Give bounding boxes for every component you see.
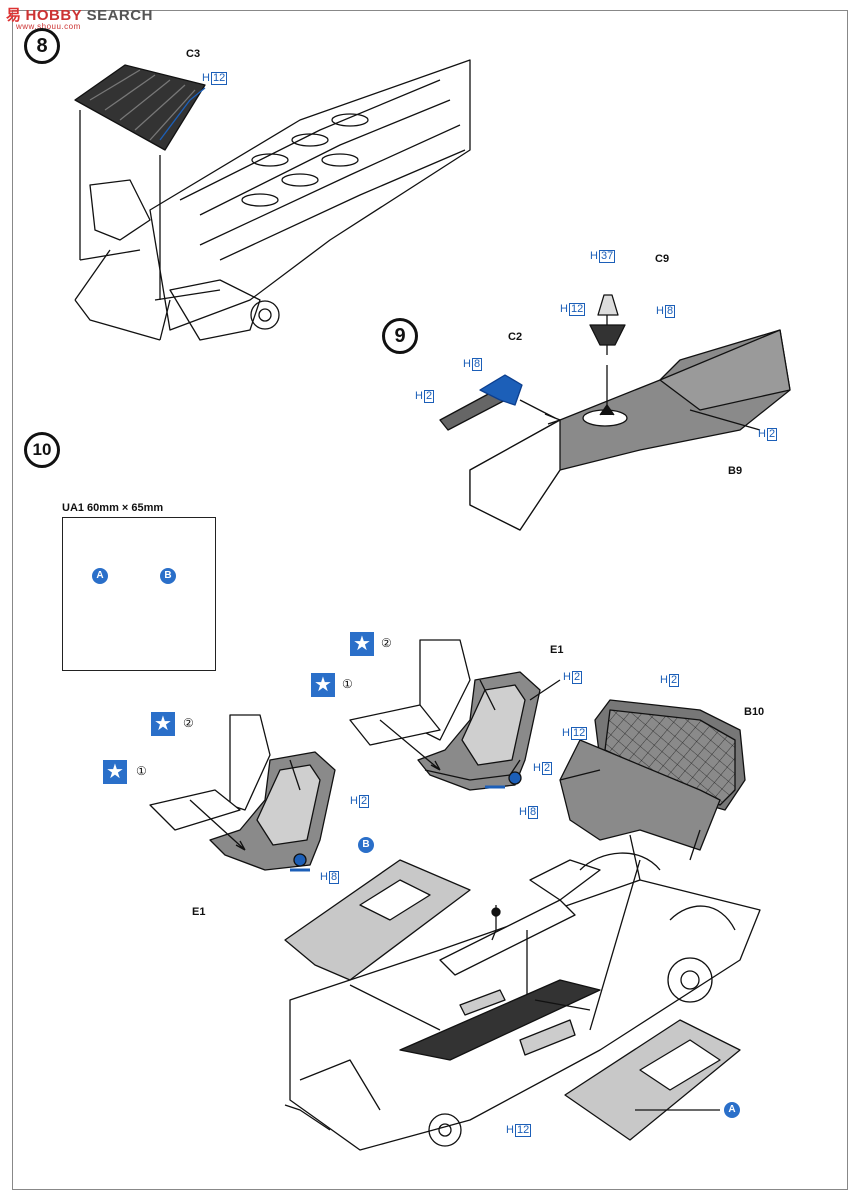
paint-number: 12 <box>570 727 588 740</box>
paint-prefix: H <box>758 428 766 440</box>
paint-number: 2 <box>541 762 553 775</box>
paint-prefix: H <box>533 762 541 774</box>
step-10-number: 10 <box>32 440 52 459</box>
decal-sheet-title: UA1 60mm × 65mm <box>62 502 164 514</box>
paint-prefix: H <box>202 72 210 84</box>
paint-prefix: H <box>560 303 568 315</box>
paint-prefix: H <box>660 674 668 686</box>
paint-prefix: H <box>463 358 471 370</box>
step8-c3-part <box>74 64 206 300</box>
paint-prefix: H <box>415 390 423 402</box>
order-number-2: ② <box>381 636 392 650</box>
watermark-url: www.shouu.com <box>16 22 81 31</box>
part-label-c3: C3 <box>186 48 201 60</box>
star-marker-icon: ★ <box>350 632 374 656</box>
step9-console-drawing <box>439 294 791 531</box>
step-8-number: 8 <box>36 34 48 57</box>
star-marker-icon: ★ <box>151 712 175 736</box>
decal-marker-a: A <box>92 568 108 584</box>
order-number-2: ② <box>183 716 194 730</box>
paint-prefix: H <box>519 806 527 818</box>
part-label-b9: B9 <box>728 465 743 477</box>
order-number-1: ① <box>136 764 147 778</box>
paint-prefix: H <box>563 671 571 683</box>
step10-floor-mats <box>284 859 741 1141</box>
paint-number: 8 <box>527 806 539 819</box>
step10-chassis-drawing <box>284 852 761 1151</box>
paint-number: 12 <box>568 303 586 316</box>
part-label-c9: C9 <box>655 253 670 265</box>
decal-sheet-box <box>62 517 216 671</box>
order-number-1: ① <box>342 677 353 691</box>
paint-number: 2 <box>423 390 435 403</box>
part-label-e1-bottom: E1 <box>192 906 206 918</box>
step-9-marker: 9 <box>382 318 418 354</box>
paint-prefix: H <box>506 1124 514 1136</box>
paint-number: 2 <box>571 671 583 684</box>
watermark-text: SEARCH <box>86 7 153 24</box>
star-marker-icon: ★ <box>311 673 335 697</box>
part-label-e1-top: E1 <box>550 644 564 656</box>
part-label-c2: C2 <box>508 331 523 343</box>
paint-prefix: H <box>320 871 328 883</box>
step-9-number: 9 <box>394 324 406 347</box>
star-marker-icon: ★ <box>103 760 127 784</box>
step10-front-seats <box>149 639 601 872</box>
paint-number: 2 <box>766 428 778 441</box>
page-frame <box>12 10 848 1190</box>
watermark-glyph: 易 <box>6 7 22 24</box>
paint-number: 8 <box>471 358 483 371</box>
floor-mat-marker-a: A <box>724 1102 740 1118</box>
paint-prefix: H <box>656 305 664 317</box>
floor-mat-marker-b: B <box>358 837 374 853</box>
paint-number: 12 <box>514 1124 532 1137</box>
paint-number: 2 <box>668 674 680 687</box>
paint-prefix: H <box>590 250 598 262</box>
watermark-prefix: HOBBY <box>25 7 82 24</box>
paint-number: 8 <box>328 871 340 884</box>
paint-number: 2 <box>358 795 370 808</box>
paint-number: 37 <box>598 250 616 263</box>
step-8-marker: 8 <box>24 28 60 64</box>
decal-marker-b: B <box>160 568 176 584</box>
paint-prefix: H <box>562 727 570 739</box>
step10-b10-part <box>559 699 746 1031</box>
paint-number: 12 <box>210 72 228 85</box>
part-label-b10: B10 <box>744 706 765 718</box>
step8-chassis-drawing <box>74 59 471 341</box>
paint-number: 8 <box>664 305 676 318</box>
paint-prefix: H <box>350 795 358 807</box>
step-10-marker: 10 <box>24 432 60 468</box>
